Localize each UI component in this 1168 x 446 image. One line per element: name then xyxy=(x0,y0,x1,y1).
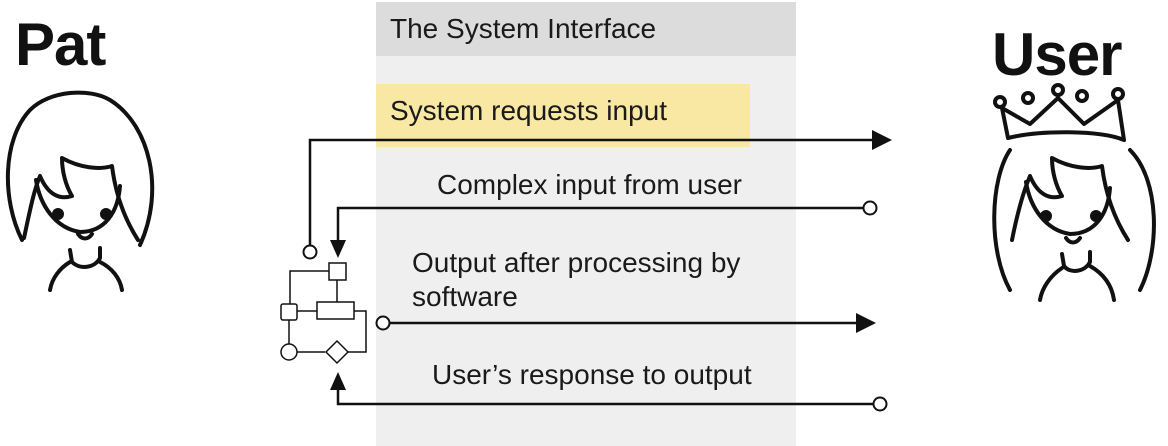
complex-input-arrow xyxy=(330,200,878,258)
request-arrow xyxy=(302,130,892,260)
girl-face-icon xyxy=(5,90,155,292)
response-label: User’s response to output xyxy=(432,359,752,390)
user-label: User xyxy=(992,21,1122,88)
request-highlight xyxy=(376,84,750,147)
crowned-girl-face-icon xyxy=(992,83,1156,302)
output-arrow xyxy=(375,313,876,333)
response-arrow xyxy=(330,372,888,412)
output-label-line1: Output after processing by xyxy=(412,247,741,278)
request-input-label: System requests input xyxy=(390,95,668,126)
complex-input-label: Complex input from user xyxy=(437,169,743,200)
output-label-line2: software xyxy=(412,281,518,312)
system-interface-header xyxy=(376,2,796,56)
system-interface-title: The System Interface xyxy=(390,13,657,44)
flowchart-icon xyxy=(280,262,367,365)
system-interface-panel xyxy=(376,2,796,446)
pat-label: Pat xyxy=(15,11,106,78)
